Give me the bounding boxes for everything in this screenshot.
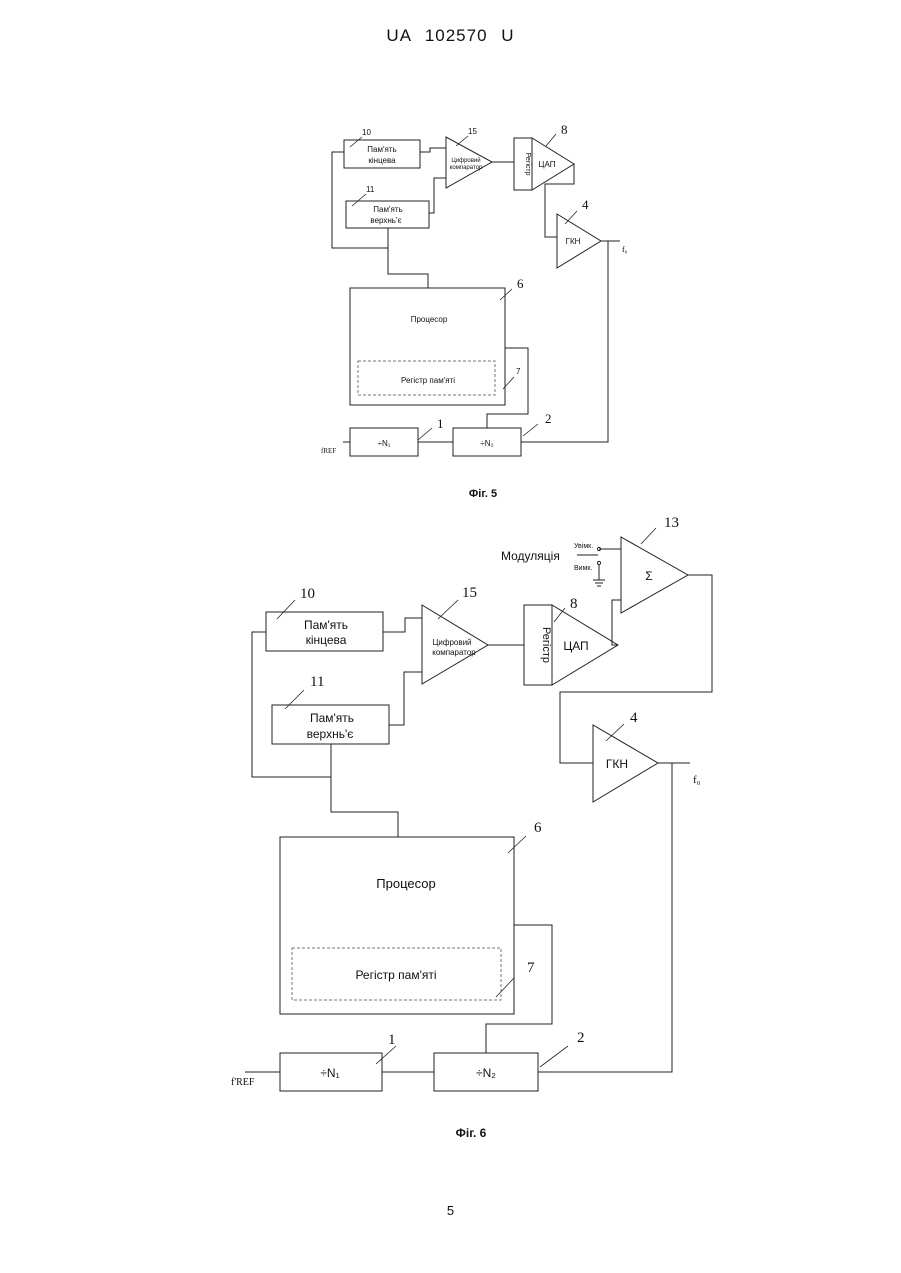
fig5-caption: Фіг. 5 bbox=[469, 488, 497, 500]
fig6-modulation-label: Модуляція bbox=[501, 549, 560, 563]
fig5-ref-1: 1 bbox=[437, 416, 444, 431]
fig6-switch-off-label: Вимк. bbox=[574, 565, 592, 572]
fig5-output-label: f₀ bbox=[622, 245, 628, 254]
fig6-vco-label: ГКН bbox=[606, 757, 628, 771]
fig5-leader-2 bbox=[523, 424, 538, 436]
fig6-memory-register-label: Регістр пам'яті bbox=[355, 968, 436, 982]
fig6-divider-n2-label: ÷N₂ bbox=[476, 1066, 496, 1080]
fig5-vco-label: ГКН bbox=[566, 237, 581, 246]
fig6-dac-label: ЦАП bbox=[563, 639, 588, 653]
fig6-memory-final-label-1: Пам'ять bbox=[304, 618, 348, 632]
fig5-memory-final-label-2: кінцева bbox=[368, 156, 396, 165]
fig6-output-label: f₀ bbox=[693, 774, 701, 786]
fig5-memory-top-label-1: Пам'ять bbox=[373, 205, 402, 214]
fig5-memory-register-label: Регістр пам'яті bbox=[401, 376, 455, 385]
fig6-leader-13 bbox=[641, 528, 656, 544]
fig5-input-label: fREF bbox=[321, 447, 336, 455]
fig5-memory-final-label-1: Пам'ять bbox=[367, 145, 396, 154]
fig6-ref-13: 13 bbox=[664, 515, 679, 531]
fig5-leader-15 bbox=[456, 136, 468, 146]
fig5-ref-15: 15 bbox=[468, 127, 477, 136]
fig6-ref-7: 7 bbox=[527, 960, 535, 976]
fig6-caption: Фіг. 6 bbox=[456, 1126, 487, 1140]
fig5-ref-7: 7 bbox=[516, 367, 521, 376]
figure-5: Пам'ять кінцева 10 Пам'ять верхнь'є 11 Ц… bbox=[321, 122, 628, 500]
fig5-ref-11: 11 bbox=[366, 185, 375, 194]
fig5-processor-block bbox=[350, 288, 505, 405]
fig6-divider-n1-label: ÷N₁ bbox=[320, 1066, 339, 1080]
fig6-ref-6: 6 bbox=[534, 820, 542, 836]
fig6-ref-8: 8 bbox=[570, 596, 578, 612]
fig5-leader-1 bbox=[418, 428, 432, 440]
fig6-switch-on-label: Увімк. bbox=[574, 542, 593, 550]
fig5-memory-top-label-2: верхнь'є bbox=[370, 216, 401, 225]
fig5-ref-6: 6 bbox=[517, 276, 524, 291]
figure-6: Модуляція Увімк. Вимк. Σ 13 Пам'ять кінц… bbox=[231, 515, 712, 1140]
fig5-register-label: Регістр bbox=[524, 153, 532, 176]
fig6-ref-4: 4 bbox=[630, 710, 638, 726]
fig6-comparator-label-2: компаратор bbox=[432, 648, 476, 657]
fig5-ref-10: 10 bbox=[362, 128, 371, 137]
fig6-memory-final-label-2: кінцева bbox=[306, 633, 347, 647]
fig5-divider-n1-label: ÷N₁ bbox=[378, 439, 391, 448]
fig6-memory-top-label-1: Пам'ять bbox=[310, 711, 354, 725]
fig6-memory-top-label-2: верхнь'є bbox=[307, 727, 354, 741]
fig6-leader-2 bbox=[540, 1046, 568, 1067]
fig6-input-label: f'REF bbox=[231, 1077, 255, 1088]
fig6-processor-label: Процесор bbox=[376, 876, 435, 891]
fig5-ref-2: 2 bbox=[545, 411, 552, 426]
fig5-divider-n2-label: ÷N₂ bbox=[480, 439, 493, 448]
fig5-comparator-label-1: Цифровий bbox=[451, 157, 480, 164]
page-number: 5 bbox=[0, 1203, 901, 1218]
fig6-processor-block bbox=[280, 837, 514, 1014]
fig6-comparator-label-1: Цифровий bbox=[432, 638, 471, 647]
fig6-leader-15 bbox=[438, 600, 458, 619]
fig6-summer-label: Σ bbox=[645, 569, 652, 583]
fig6-ref-15: 15 bbox=[462, 585, 477, 601]
fig6-summer-block bbox=[621, 537, 688, 613]
fig6-register-label: Регістр bbox=[540, 627, 552, 663]
fig5-leader-8 bbox=[546, 134, 556, 146]
fig5-dac-label: ЦАП bbox=[539, 160, 556, 169]
fig5-ref-8: 8 bbox=[561, 122, 568, 137]
fig5-comparator-label-2: компаратор bbox=[450, 165, 483, 171]
fig6-ref-11: 11 bbox=[310, 674, 324, 690]
fig5-ref-4: 4 bbox=[582, 197, 589, 212]
fig5-processor-label: Процесор bbox=[411, 315, 448, 324]
fig6-ref-1: 1 bbox=[388, 1032, 396, 1048]
fig6-ref-10: 10 bbox=[300, 586, 315, 602]
fig6-ref-2: 2 bbox=[577, 1030, 585, 1046]
